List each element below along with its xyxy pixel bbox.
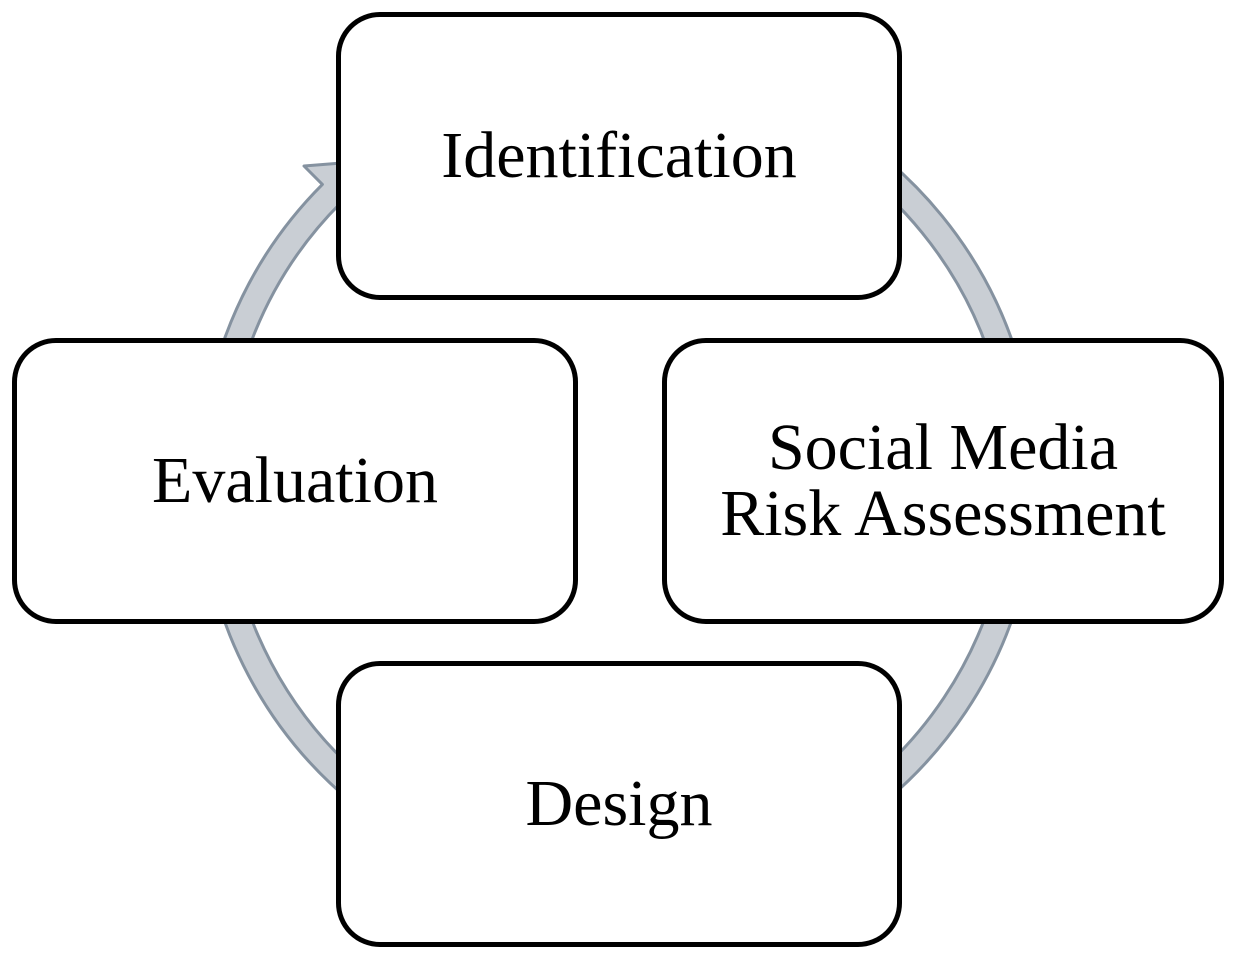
step-evaluation-label: Evaluation [152, 444, 438, 517]
step-evaluation: Evaluation [12, 338, 578, 624]
step-design: Design [336, 661, 902, 947]
step-design-label: Design [525, 767, 713, 840]
step-social-media-risk-assessment: Social Media Risk Assessment [662, 338, 1224, 624]
step-identification: Identification [336, 12, 902, 300]
step-social-media-risk-assessment-label: Social Media Risk Assessment [720, 411, 1166, 550]
step-identification-label: Identification [441, 119, 797, 192]
cycle-arrow [198, 109, 1038, 900]
